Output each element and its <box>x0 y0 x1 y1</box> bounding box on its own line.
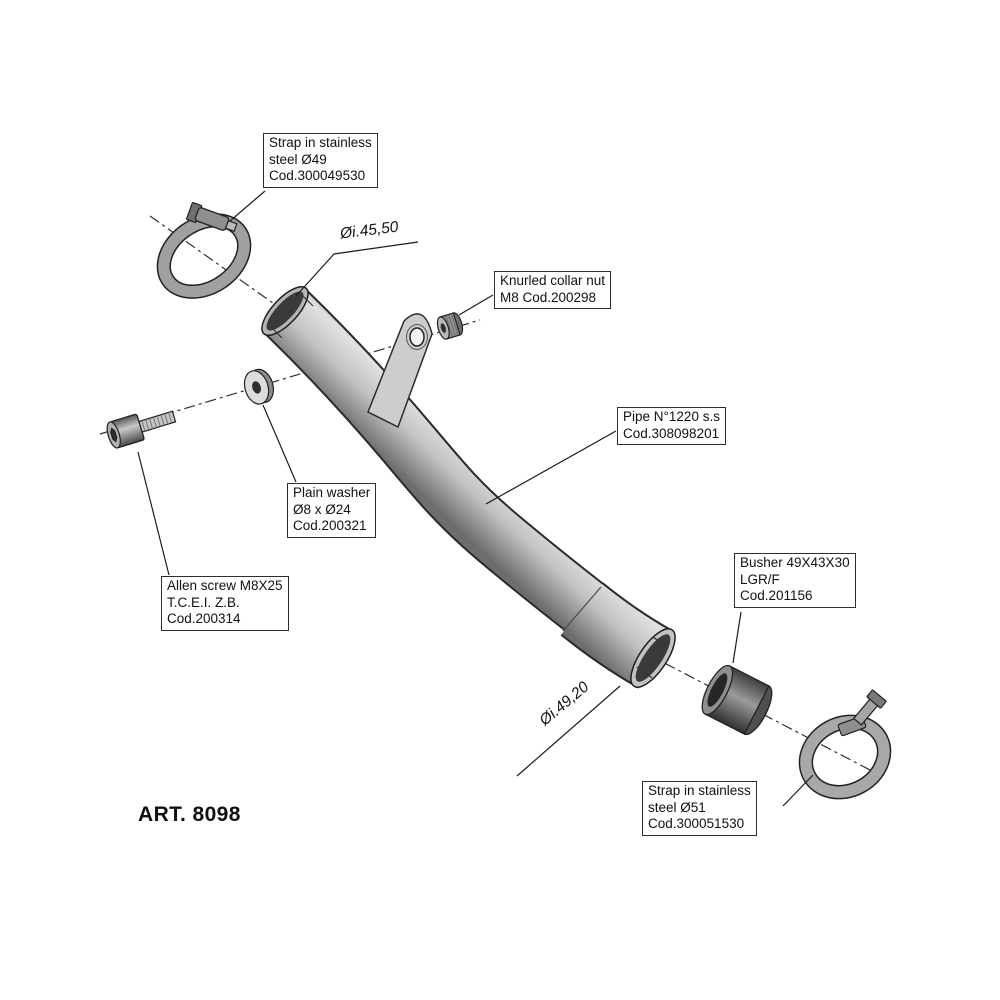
callout-text: Cod.200314 <box>167 611 241 627</box>
callout-text: steel Ø51 <box>648 799 706 815</box>
callout-busher: Busher 49X43X30 LGR/F Cod.201156 <box>734 553 856 609</box>
callout-text: Cod.308098201 <box>623 425 720 441</box>
callout-allen-screw: Allen screw M8X25 T.C.E.I. Z.B. Cod.2003… <box>161 576 289 632</box>
washer-drawing <box>243 368 275 405</box>
callout-strap-49: Strap in stainless steel Ø49 Cod.3000495… <box>263 133 378 189</box>
callout-strap-51: Strap in stainless steel Ø51 Cod.3000515… <box>642 781 757 837</box>
art-number: ART. 8098 <box>138 803 241 826</box>
busher-drawing <box>701 664 773 736</box>
callout-text: steel Ø49 <box>269 151 327 167</box>
callout-text: Strap in stainless <box>648 783 751 798</box>
callout-pipe: Pipe N°1220 s.s Cod.308098201 <box>617 407 726 446</box>
pipe-bottom-opening <box>630 628 676 688</box>
callout-text: Cod.300051530 <box>648 816 745 832</box>
callout-text: Strap in stainless <box>269 135 372 150</box>
strap-49-drawing <box>156 202 252 299</box>
callout-text: T.C.E.I. Z.B. <box>167 594 240 610</box>
pipe-drawing <box>261 286 676 689</box>
callout-text: Busher 49X43X30 <box>740 555 850 570</box>
callout-text: Cod.201156 <box>740 588 813 604</box>
callout-plain-washer: Plain washer Ø8 x Ø24 Cod.200321 <box>287 483 377 539</box>
collar-nut-drawing <box>436 312 464 340</box>
callout-text: Cod.200321 <box>293 518 367 534</box>
callout-text: LGR/F <box>740 571 780 587</box>
callout-text: Knurled collar nut <box>500 273 606 288</box>
pipe-top-opening <box>261 286 309 336</box>
leader-lines <box>137 190 814 807</box>
callout-knurled-collar-nut: Knurled collar nut M8 Cod.200298 <box>494 271 612 310</box>
callout-text: Ø8 x Ø24 <box>293 501 351 517</box>
callout-text: Plain washer <box>293 485 371 500</box>
callout-text: M8 Cod.200298 <box>500 289 597 305</box>
bracket-drawing <box>367 313 433 429</box>
callout-text: Pipe N°1220 s.s <box>623 409 720 424</box>
strap-51-drawing <box>798 689 892 800</box>
callout-text: Cod.300049530 <box>269 168 366 184</box>
hex-socket-icon <box>110 427 118 443</box>
allen-screw-drawing <box>106 410 177 449</box>
callout-text: Allen screw M8X25 <box>167 578 283 593</box>
